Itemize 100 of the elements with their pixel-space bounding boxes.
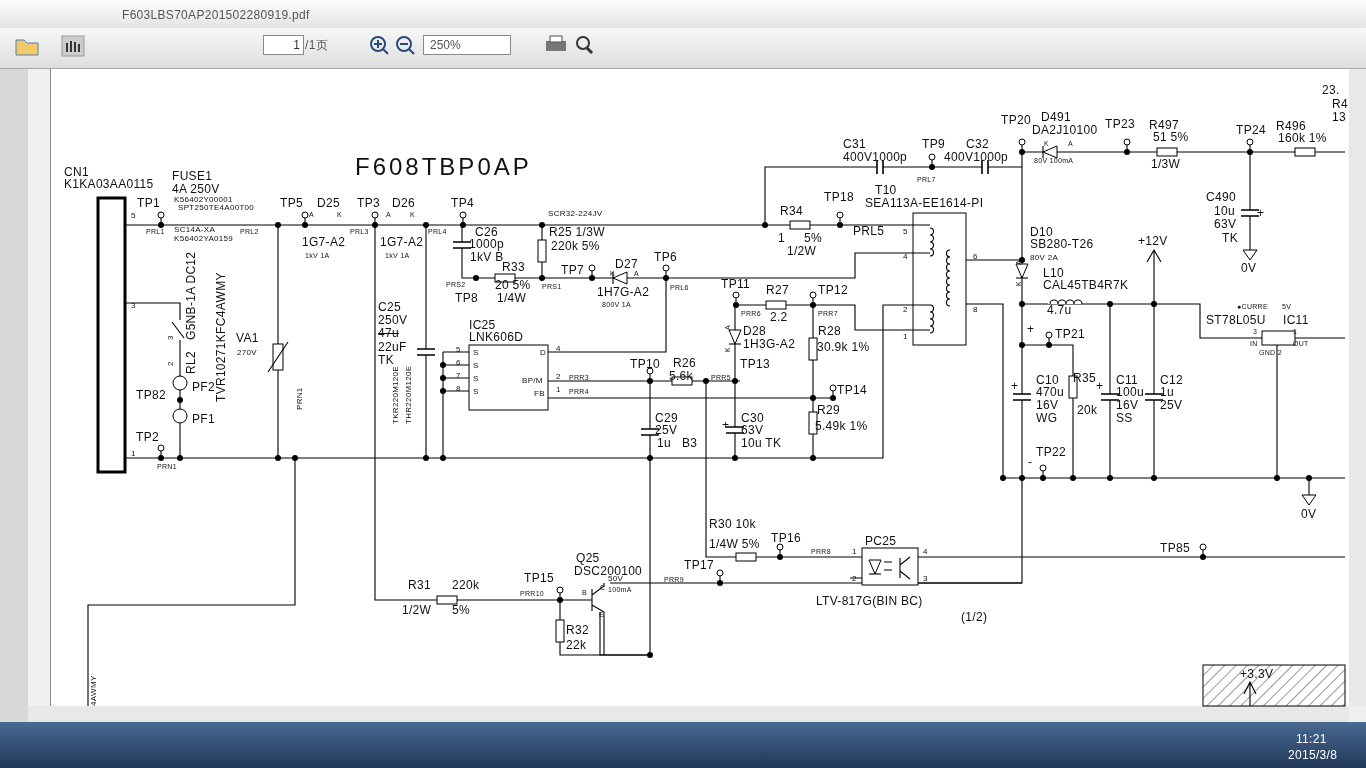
test-point-label: TP12 <box>818 284 848 296</box>
component-label: Q25 <box>576 552 600 564</box>
component-label: C25 <box>378 301 401 313</box>
component-label: R34 <box>780 205 803 217</box>
zoom-level-field: 250% <box>423 35 511 55</box>
component-label: R497 <box>1149 119 1179 131</box>
part-number: K56402Y00001 <box>174 196 233 204</box>
test-point-label: TP22 <box>1036 446 1066 458</box>
supply-label: +12V <box>1138 235 1168 247</box>
rating-label: 1/2W <box>787 245 817 257</box>
pin-number: 5 <box>456 346 461 354</box>
rating-label: 4.7u <box>1047 304 1072 316</box>
polarity-mark: + <box>1096 380 1104 392</box>
pin-label: FB <box>534 390 545 398</box>
pin-label: S <box>473 388 479 396</box>
component-label: R25 1/3W <box>549 226 605 238</box>
sheet-number: (1/2) <box>961 611 988 623</box>
rating-label: 5.49k 1% <box>815 420 868 432</box>
rating-label: 25V <box>655 424 678 436</box>
test-point-label: TP15 <box>524 572 554 584</box>
component-label: T10 <box>875 184 897 196</box>
rating-label: 5% <box>452 604 470 616</box>
rating-label: WG <box>1036 412 1058 424</box>
pin-number: 3 <box>923 575 928 583</box>
rating-label: 5% <box>804 232 822 244</box>
pin-label: D <box>540 349 547 357</box>
part-number: 1G7-A2 <box>302 236 346 248</box>
test-point-label: TP11 <box>721 278 750 290</box>
pin-number: 4 <box>903 253 908 261</box>
test-point-label: TP82 <box>136 389 166 401</box>
part-number: TVR10271KFC4AWMY <box>215 272 227 402</box>
pin-number: 1 <box>556 386 561 394</box>
part-number: K1KA03AA0115 <box>64 178 154 190</box>
test-point-label: TP17 <box>684 559 714 571</box>
test-point-label: TP24 <box>1236 124 1266 136</box>
rating-label: TK <box>1222 232 1238 244</box>
part-number: ST78L05U <box>1206 314 1266 326</box>
test-point-label: TP3 <box>357 197 380 209</box>
test-point-label: TP5 <box>280 197 303 209</box>
test-point-label: TP4 <box>451 197 474 209</box>
component-label: C31 <box>843 138 866 150</box>
component-label: C11 <box>1116 374 1139 386</box>
component-label: D27 <box>615 258 638 270</box>
test-point-label: TP21 <box>1055 328 1085 340</box>
polarity-mark: + <box>722 419 730 431</box>
rating-label: 1kV B <box>470 251 504 263</box>
test-point-label: TP6 <box>654 251 677 263</box>
clock-date: 2015/3/8 <box>1288 749 1338 761</box>
component-label: R30 10k <box>709 518 756 530</box>
component-label: C12 <box>1160 374 1183 386</box>
polarity-mark: + <box>1027 323 1035 335</box>
component-label: R28 <box>818 325 841 337</box>
component-label: R29 <box>817 404 840 416</box>
pin-number: 1 <box>778 232 785 244</box>
component-label: R26 <box>673 357 696 369</box>
component-label: D26 <box>392 197 415 209</box>
part-number: DSC200100 <box>574 565 643 577</box>
rating-label: 1/4W <box>497 292 527 304</box>
test-point-label: TP23 <box>1105 118 1135 130</box>
component-label: R31 <box>408 579 431 591</box>
rating-label: 51 5% <box>1153 131 1189 143</box>
clock-time: 11:21 <box>1296 733 1327 745</box>
component-label: C10 <box>1036 374 1059 386</box>
net-label: PRL5 <box>853 225 885 237</box>
pin-number: 4 <box>923 548 928 556</box>
rating-label: 220k 5% <box>551 240 600 252</box>
rating-label: 1/2W <box>402 604 432 616</box>
rating-label: 250V <box>378 314 408 326</box>
part-number: TKR220M120E <box>392 366 400 424</box>
part-number: SB280-T26 <box>1030 238 1094 250</box>
pin-number: 1 <box>852 548 857 556</box>
net-label: PRN1 <box>296 387 304 410</box>
rating-label: SS <box>1116 412 1133 424</box>
pin-number: 5 <box>131 212 136 220</box>
component-label: 23. <box>1322 84 1340 96</box>
rating-label: 400V1000p <box>944 151 1009 163</box>
component-label: L10 <box>1043 267 1064 279</box>
test-point-label: TP85 <box>1160 542 1190 554</box>
component-label: R32 <box>566 624 589 636</box>
rating-label: 220k <box>452 579 480 591</box>
test-point-label: TP14 <box>837 384 867 396</box>
pin-number: 2 <box>852 575 857 583</box>
test-point-label: TP18 <box>824 191 854 203</box>
rating-label: 22k <box>566 639 587 651</box>
part-number: G5NB-1A DC12 <box>185 251 197 340</box>
component-label: PF1 <box>192 413 215 425</box>
component-label: CN1 <box>64 166 89 178</box>
rating-label: 13 <box>1332 111 1346 123</box>
component-label: VA1 <box>236 332 259 344</box>
test-point-label: TP10 <box>630 358 660 370</box>
polarity-mark: + <box>1257 207 1265 219</box>
rating-label: TK <box>378 354 394 366</box>
component-label: PF2 <box>192 381 215 393</box>
part-number: 1H7G-A2 <box>597 286 650 298</box>
component-label: RL2 <box>185 351 197 374</box>
pin-label: S <box>473 349 479 357</box>
rating-label: 63V <box>1214 218 1237 230</box>
rating-label: 1u <box>657 437 671 449</box>
part-number: LTV-817G(BIN BC) <box>816 595 923 607</box>
rating-label: 1/3W <box>1151 158 1181 170</box>
